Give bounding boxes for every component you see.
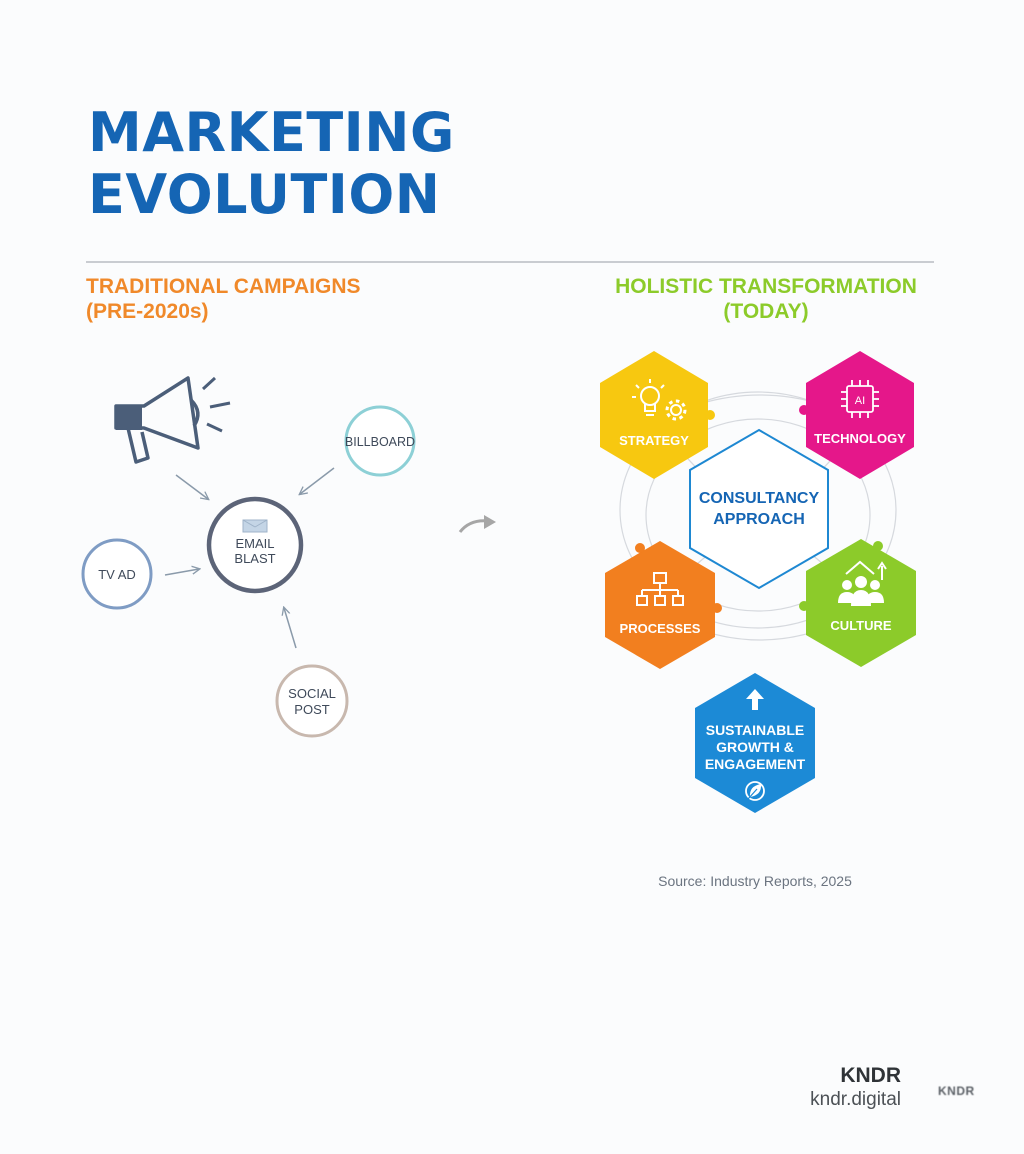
outcome-label-line-1: SUSTAINABLE [706, 722, 805, 738]
technology-label: TECHNOLOGY [814, 431, 906, 446]
consultancy-label-line-2: APPROACH [713, 511, 805, 528]
megaphone-icon [114, 376, 231, 464]
title-line-1: MARKETING [88, 101, 455, 164]
sustainable-growth-hexagon: SUSTAINABLE GROWTH & ENGAGEMENT [695, 673, 815, 813]
email-blast-label-line-2: BLAST [234, 551, 275, 566]
email-blast-node: EMAIL BLAST [206, 496, 304, 594]
traditional-heading-line-2: (PRE-2020s) [86, 300, 209, 323]
holistic-heading-line-2: (TODAY) [723, 300, 809, 323]
arrow-billboard-to-email [300, 467, 335, 494]
arrow-megaphone-to-email [175, 474, 208, 499]
source-note: Source: Industry Reports, 2025 [658, 873, 852, 889]
traditional-heading: TRADITIONAL CAMPAIGNS (PRE-2020s) [86, 274, 361, 324]
email-icon [242, 519, 268, 533]
people-growth-icon [838, 560, 887, 606]
ai-chip-label: AI [855, 395, 865, 407]
org-chart-icon [636, 572, 684, 606]
consultancy-label-line-1: CONSULTANCY [699, 490, 820, 507]
outcome-label-line-3: ENGAGEMENT [705, 756, 806, 772]
outcome-label-line-2: GROWTH & [716, 739, 794, 755]
culture-hexagon: CULTURE [799, 539, 916, 667]
culture-label: CULTURE [830, 618, 891, 633]
arrow-up-icon [746, 689, 764, 710]
processes-label: PROCESSES [620, 621, 701, 636]
sustainable-growth-hexagon-shape [695, 673, 815, 813]
tv-ad-node: TV AD [81, 538, 153, 610]
page-title: MARKETING EVOLUTION [88, 102, 455, 226]
brand-logo: KNDR [938, 1084, 975, 1098]
divider [86, 261, 934, 263]
connector-arrows [164, 467, 335, 649]
email-blast-label-line-1: EMAIL [235, 536, 274, 551]
strategy-hexagon: STRATEGY [600, 351, 715, 479]
holistic-heading: HOLISTIC TRANSFORMATION (TODAY) [596, 274, 936, 324]
lightbulb-gear-icon [632, 379, 687, 421]
holistic-heading-line-1: HOLISTIC TRANSFORMATION [615, 275, 917, 298]
arrow-tvad-to-email [164, 569, 199, 576]
brand-url: kndr.digital [810, 1089, 901, 1110]
brand-name: KNDR [840, 1064, 901, 1087]
title-line-2: EVOLUTION [88, 163, 441, 226]
technology-hexagon: AI TECHNOLOGY [799, 351, 914, 479]
transition-arrow-icon [458, 515, 496, 533]
social-post-node: SOCIAL POST [275, 664, 349, 738]
ai-chip-icon [841, 380, 879, 418]
leaf-icon [745, 781, 765, 801]
billboard-node: BILLBOARD [344, 405, 416, 477]
billboard-label: BILLBOARD [345, 435, 415, 449]
social-post-label-line-2: POST [294, 702, 329, 717]
arrow-social-to-email [284, 608, 297, 649]
traditional-heading-line-1: TRADITIONAL CAMPAIGNS [86, 275, 361, 298]
consultancy-approach-hexagon: CONSULTANCY APPROACH [689, 428, 829, 590]
social-post-label-line-1: SOCIAL [288, 686, 336, 701]
strategy-label: STRATEGY [619, 433, 689, 448]
processes-hexagon: PROCESSES [605, 541, 722, 669]
tv-ad-label: TV AD [98, 567, 136, 582]
